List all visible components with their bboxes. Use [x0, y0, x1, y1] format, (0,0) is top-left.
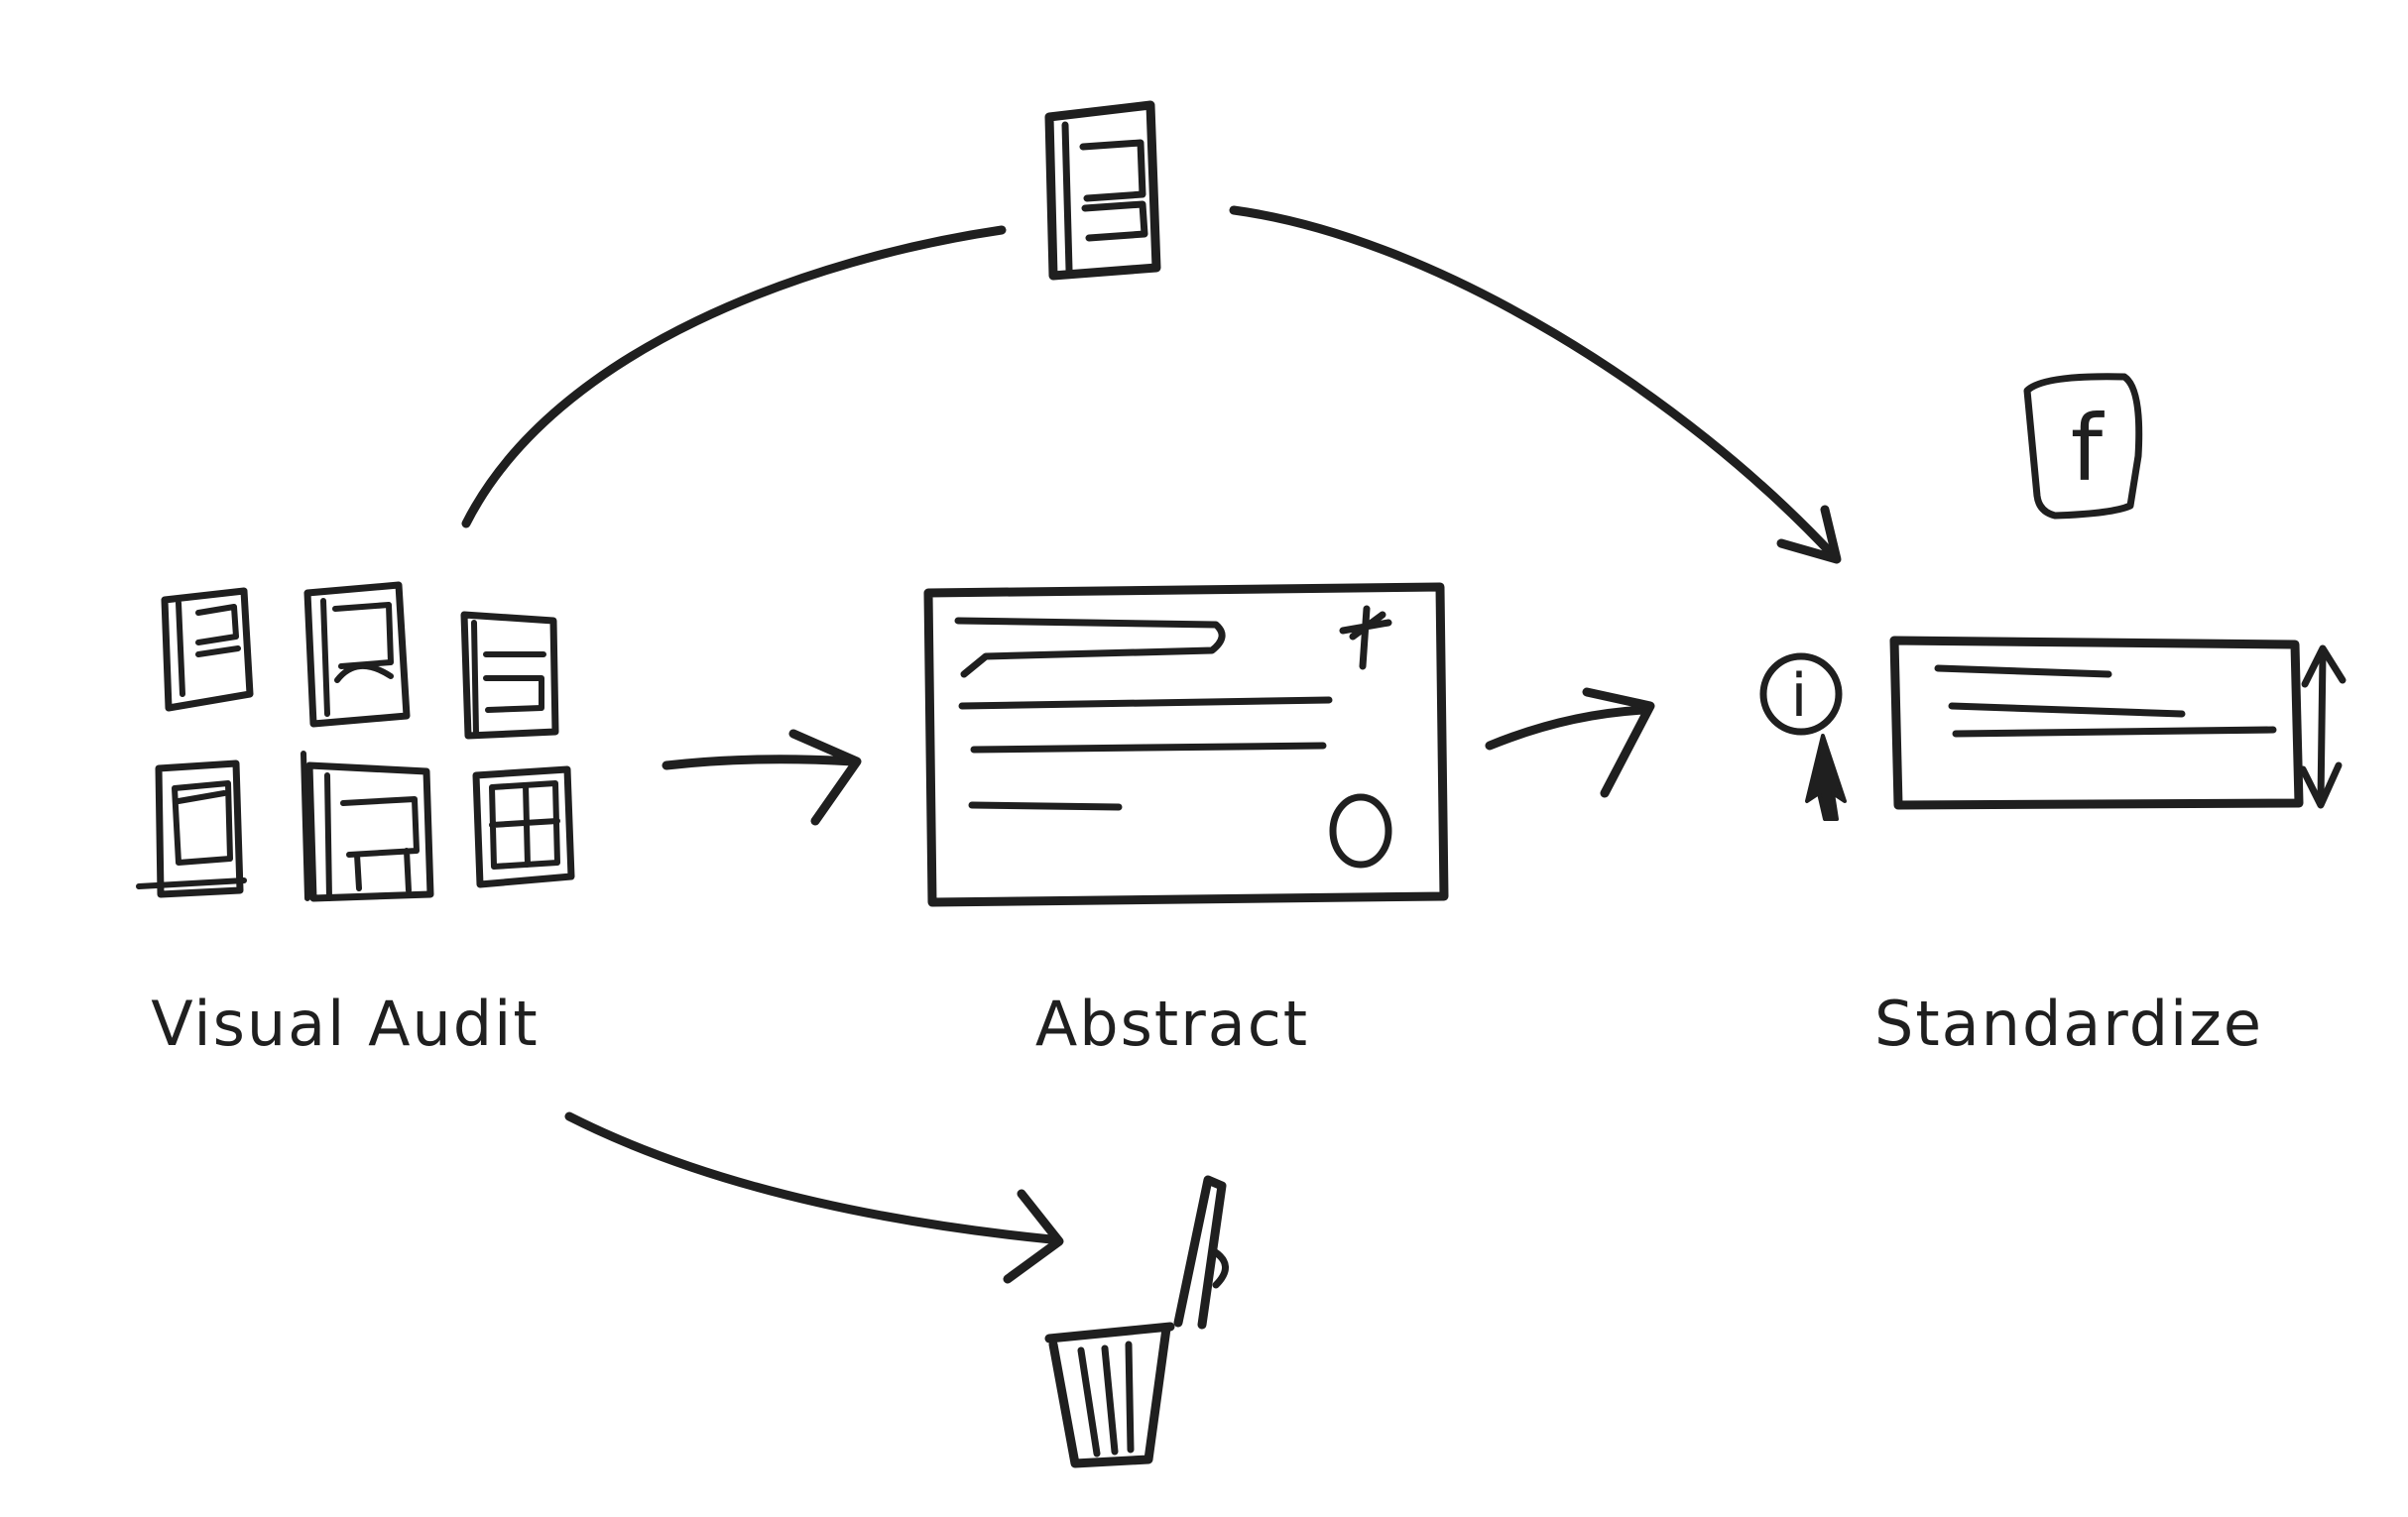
info-icon: i [1759, 652, 1843, 736]
standardized-bar-component [1889, 636, 2304, 810]
arrow-abstract-to-standardize [1485, 687, 1655, 798]
stage-label-visual-audit: Visual Audit [151, 988, 539, 1060]
circle-icon [1329, 793, 1392, 869]
close-icon [1339, 605, 1392, 670]
thumbnail-icon [136, 759, 247, 898]
resize-height-icon [2299, 644, 2347, 809]
info-label: i [1791, 661, 1808, 731]
thumbnail-icon [161, 587, 254, 712]
arrow-audit-to-discard [564, 1111, 1064, 1284]
thumbnail-icon [303, 581, 411, 728]
badge-label: f [2071, 396, 2106, 502]
cursor-icon [1805, 734, 1847, 821]
arrow-audit-over-top-to-standardize [461, 205, 1842, 564]
arrow-audit-to-abstract [662, 729, 862, 826]
visual-audit-thumbnails-icon [136, 581, 575, 902]
thumbnail-icon [301, 751, 434, 902]
thumbnail-icon [460, 611, 559, 740]
trash-icon [1044, 1175, 1229, 1468]
thumbnail-icon [472, 765, 575, 888]
document-icon [1044, 100, 1161, 281]
stage-label-abstract: Abstract [1035, 988, 1309, 1060]
stage-label-standardize: Standardize [1874, 988, 2263, 1060]
standardize-badge-icon: f [2023, 373, 2143, 520]
trash-lid-icon [1173, 1175, 1229, 1330]
abstract-component-card [923, 582, 1449, 907]
